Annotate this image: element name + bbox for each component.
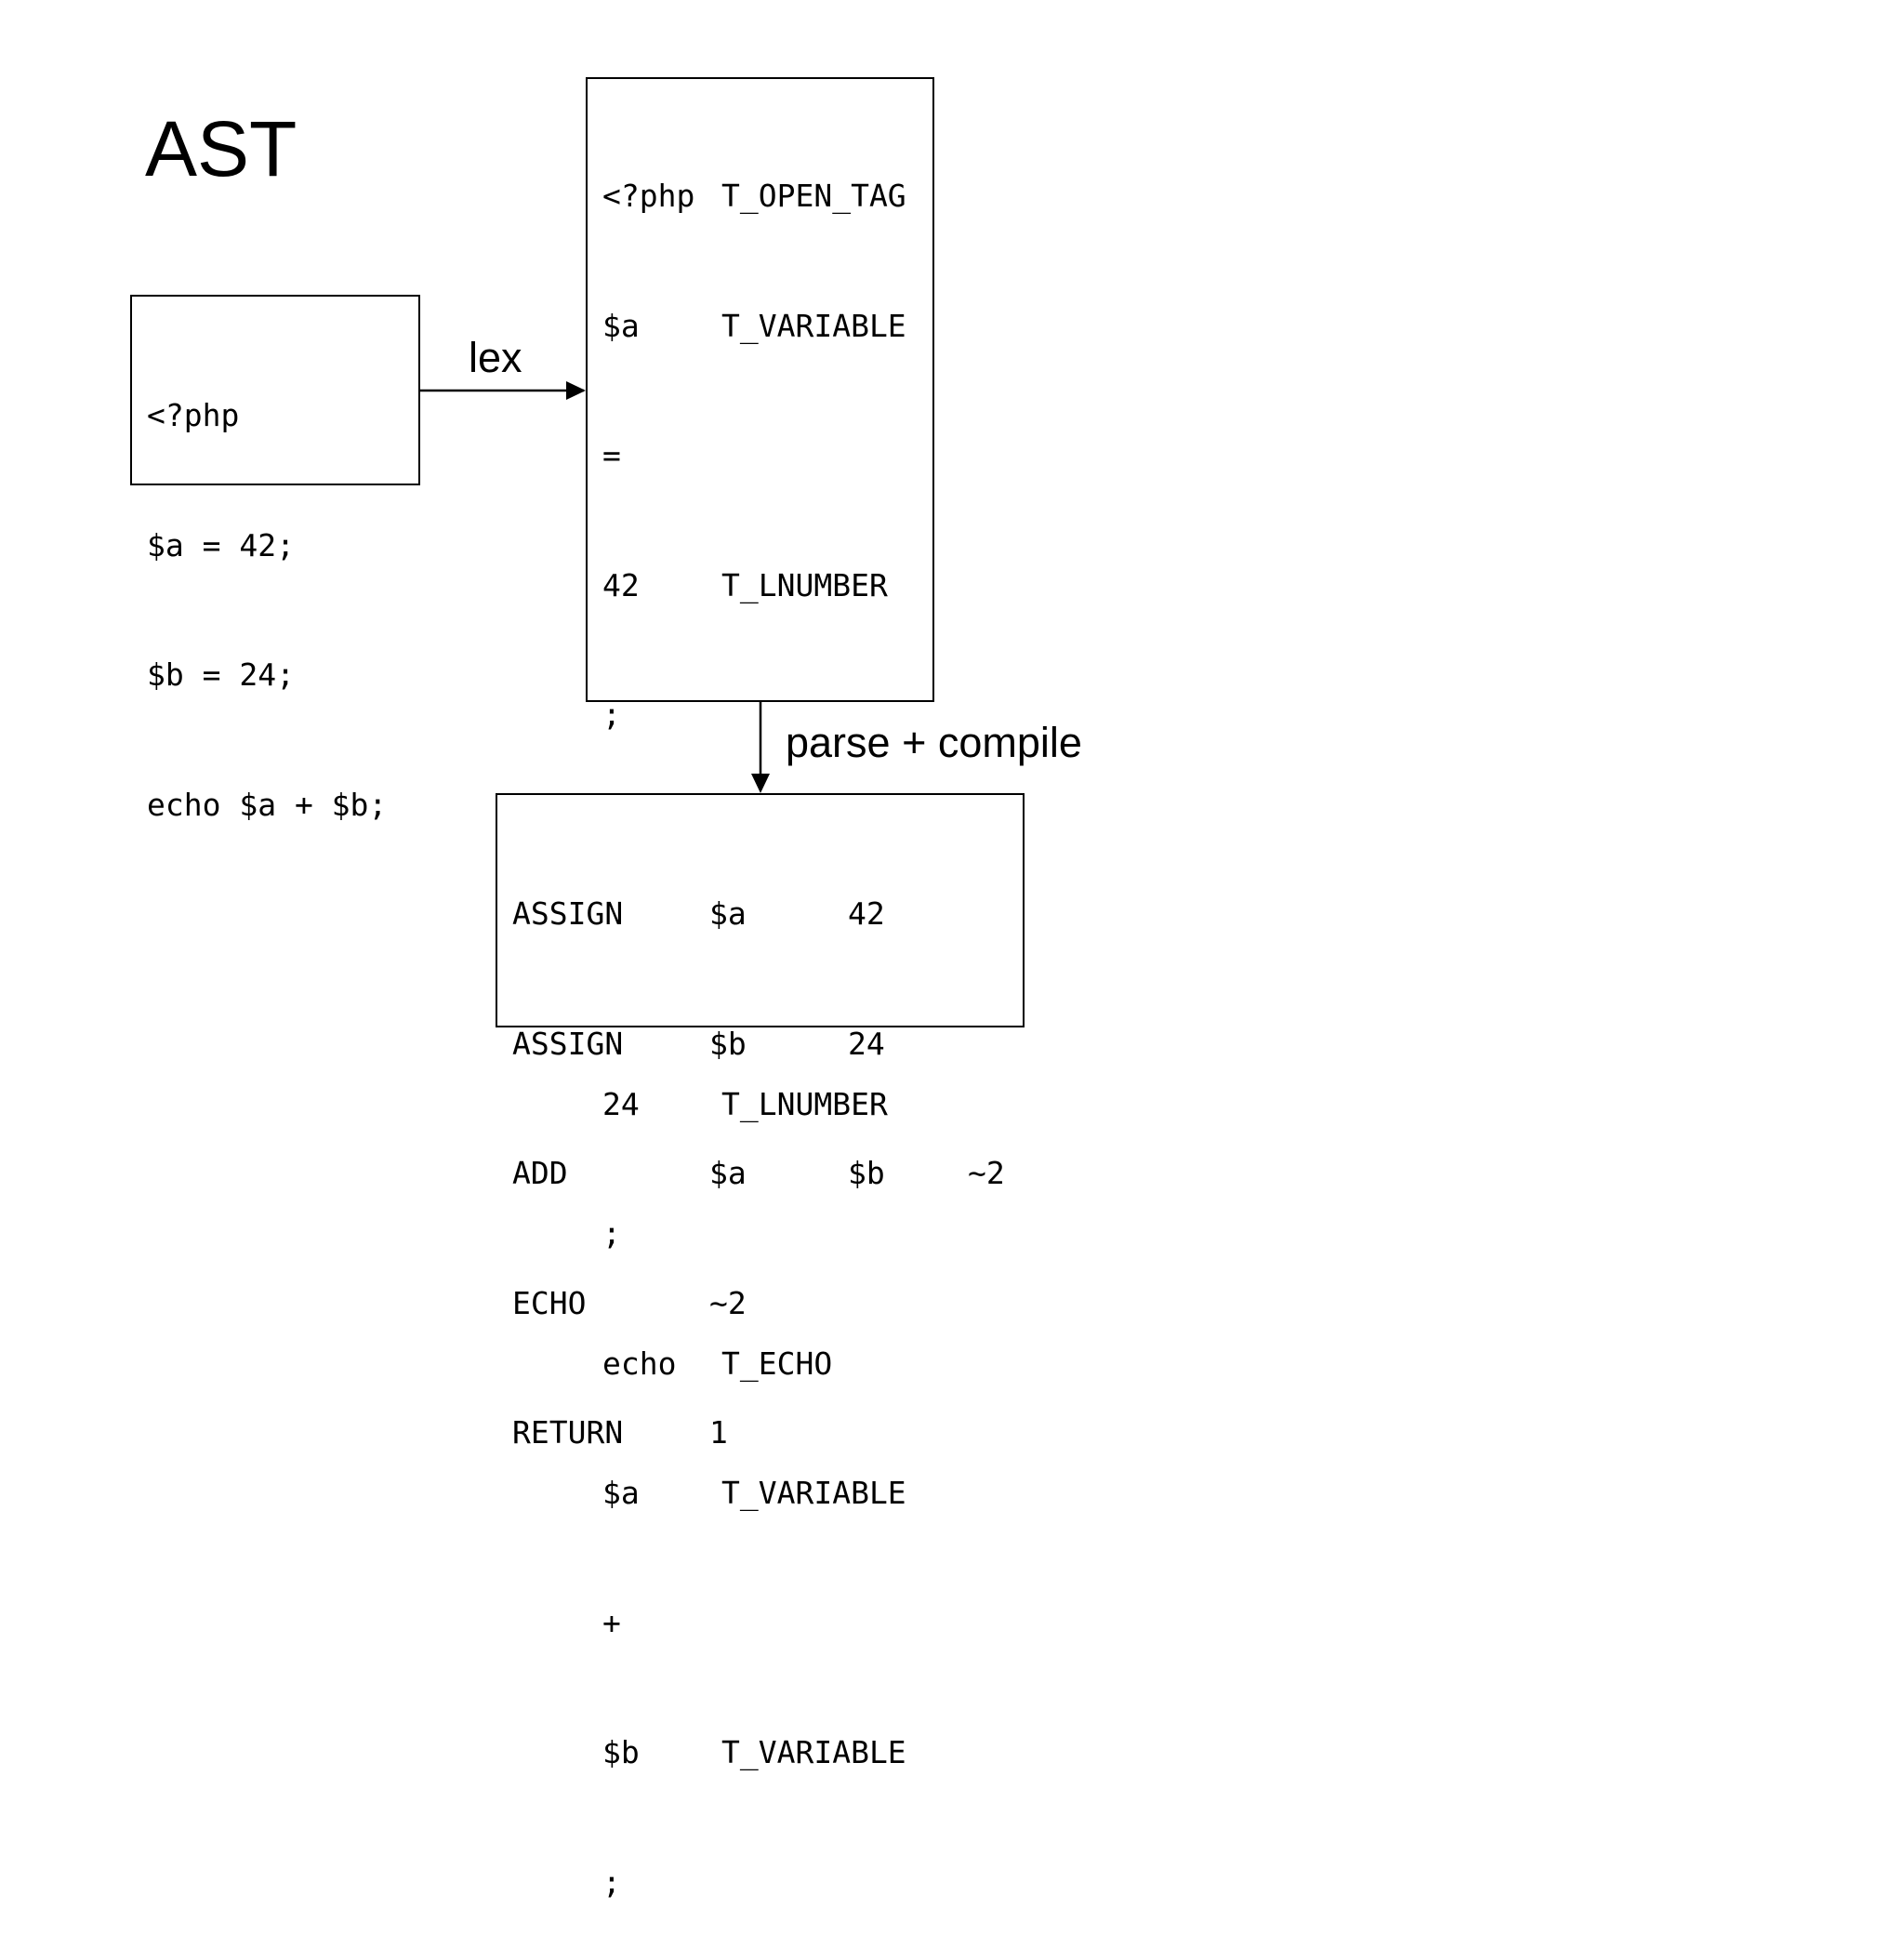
slide-title: AST [145, 105, 298, 192]
opcode-result: ~2 [968, 1155, 1005, 1191]
opcode-row: ECHO ~2 [512, 1282, 1023, 1326]
opcode-operand-1: $a [709, 1155, 747, 1191]
token-lexeme: = [602, 437, 621, 473]
token-lexeme: ; [602, 696, 621, 733]
token-lexeme: 24 [602, 1085, 640, 1122]
token-type: T_LNUMBER [721, 1085, 888, 1122]
opcode-row: ADD $a $b ~2 [512, 1152, 1023, 1196]
token-row: 42 T_LNUMBER [602, 564, 932, 608]
token-type: T_VARIABLE [721, 1734, 906, 1770]
opcode-name: ECHO [512, 1284, 587, 1321]
token-type: T_OPEN_TAG [721, 178, 906, 214]
opcode-row: ASSIGN $b 24 [512, 1023, 1023, 1067]
token-row: ; [602, 694, 932, 737]
source-line: $b = 24; [147, 656, 295, 693]
token-row: + [602, 1602, 932, 1646]
token-row: ; [602, 1213, 932, 1256]
token-type: T_LNUMBER [721, 566, 888, 603]
token-row: $a T_VARIABLE [602, 305, 932, 349]
source-line: $a = 42; [147, 526, 295, 563]
opcode-operand-1: ~2 [709, 1284, 747, 1321]
token-lexeme: $b [602, 1734, 640, 1770]
token-type: T_ECHO [721, 1345, 833, 1382]
token-lexeme: <?php [602, 178, 695, 214]
token-row: ; [602, 1862, 932, 1905]
token-lexeme: + [602, 1604, 621, 1641]
token-lexeme: echo [602, 1345, 677, 1382]
token-lexeme: 42 [602, 566, 640, 603]
token-row: = [602, 434, 932, 478]
source-line: <?php [147, 397, 240, 433]
opcode-operand-1: $b [709, 1025, 747, 1062]
token-lexeme: $a [602, 1475, 640, 1511]
token-type: T_VARIABLE [721, 307, 906, 344]
opcode-name: ADD [512, 1155, 568, 1191]
lex-arrowhead [566, 381, 586, 400]
source-line: echo $a + $b; [147, 786, 388, 823]
opcodes-box: ASSIGN $a 42 ASSIGN $b 24 ADD $a $b ~2 ECHO ~2 R… [496, 793, 1025, 1451]
lex-edge-label: lex [469, 334, 522, 381]
opcode-name: ASSIGN [512, 1025, 624, 1062]
opcode-operand-2: $b [848, 1155, 885, 1191]
opcode-operand-2: 42 [848, 895, 885, 932]
token-type: T_VARIABLE [721, 1475, 906, 1511]
token-row: $a T_VARIABLE [602, 1472, 932, 1516]
token-lexeme: ; [602, 1863, 621, 1901]
opcode-name: RETURN [512, 1414, 624, 1451]
opcode-row: RETURN 1 [512, 1411, 1023, 1455]
parse-compile-edge-label: parse + compile [786, 719, 1082, 766]
opcode-operand-1: $a [709, 895, 747, 932]
token-lexeme: $a [602, 307, 640, 344]
token-row: <?php T_OPEN_TAG [602, 175, 932, 219]
opcode-operand-2 [848, 1282, 968, 1326]
opcode-row: ASSIGN $a 42 [512, 893, 1023, 936]
opcode-operand-2 [848, 1411, 968, 1455]
token-row: $b T_VARIABLE [602, 1731, 932, 1775]
opcode-name: ASSIGN [512, 895, 624, 932]
token-row: echo T_ECHO [602, 1343, 932, 1386]
source-code-box: <?php $a = 42; $b = 24; echo $a + $b; [130, 295, 420, 823]
opcode-operand-1: 1 [709, 1414, 728, 1451]
token-lexeme: ; [602, 1215, 621, 1252]
token-row: 24 T_LNUMBER [602, 1083, 932, 1127]
opcode-operand-2: 24 [848, 1025, 885, 1062]
